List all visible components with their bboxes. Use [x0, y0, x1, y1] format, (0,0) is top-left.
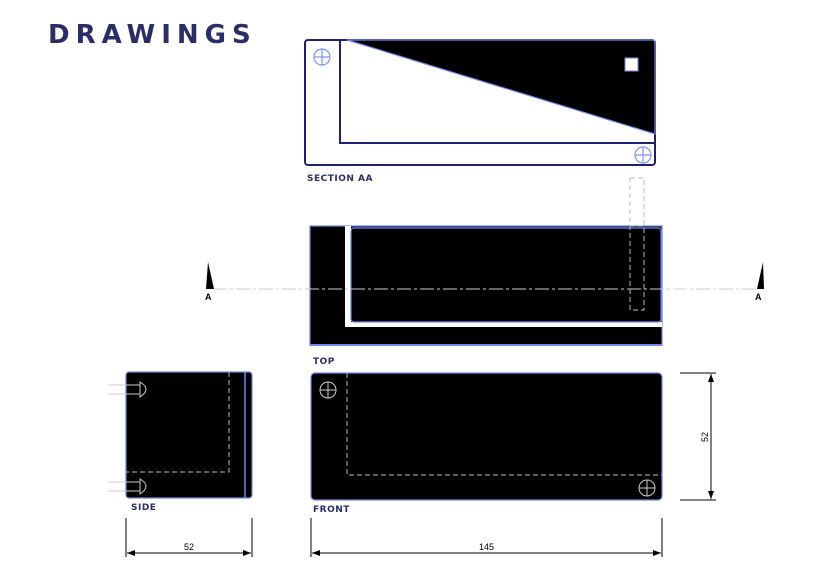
- side-view: SIDE: [108, 371, 253, 513]
- top-label: TOP: [313, 357, 335, 367]
- screw-icon: [108, 478, 147, 495]
- dimension-front-width: 145: [310, 518, 663, 557]
- dimension-side-width: 52: [125, 518, 253, 557]
- page-title: DRAWINGS: [48, 20, 257, 50]
- fastener-icon: [638, 479, 656, 497]
- fastener-icon: [313, 48, 331, 66]
- top-view: TOP: [309, 225, 663, 367]
- fastener-icon: [319, 381, 337, 399]
- fastener-icon: [634, 146, 652, 164]
- side-width-value: 52: [184, 542, 194, 552]
- front-label: FRONT: [313, 505, 350, 515]
- section-cut-line: A A: [205, 262, 764, 302]
- screw-icon: [108, 381, 147, 398]
- section-aa-label: SECTION AA: [307, 174, 373, 184]
- section-arrow-icon: [206, 262, 214, 289]
- side-label: SIDE: [131, 503, 156, 513]
- section-arrow-icon: [757, 262, 764, 289]
- dimension-height: 52: [680, 372, 716, 501]
- front-view: FRONT: [310, 372, 663, 515]
- section-marker-right: A: [755, 292, 762, 302]
- front-width-value: 145: [479, 542, 494, 552]
- section-marker-left: A: [205, 292, 212, 302]
- height-value: 52: [700, 432, 710, 442]
- section-aa-view: SECTION AA: [304, 39, 656, 184]
